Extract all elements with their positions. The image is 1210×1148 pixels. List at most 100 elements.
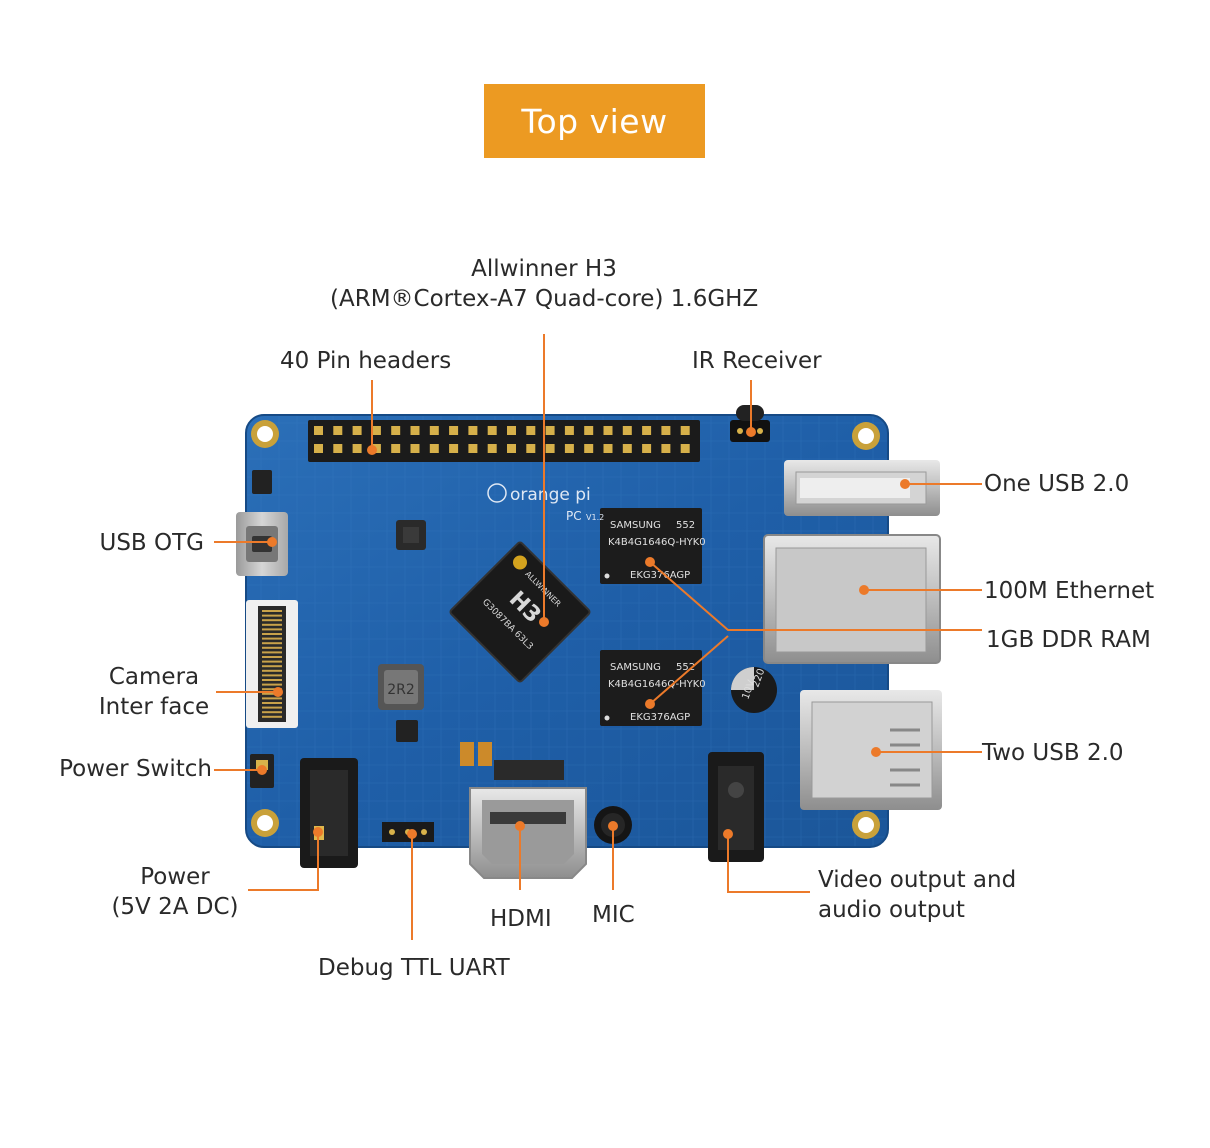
header-pin <box>564 426 574 435</box>
header-pin <box>333 444 343 453</box>
power-label-line2: (5V 2A DC) <box>111 894 239 920</box>
header-pin <box>603 426 613 435</box>
header-pin <box>680 426 690 435</box>
header-pin <box>391 426 401 435</box>
header-pin <box>429 426 439 435</box>
mounting-holes <box>251 420 880 839</box>
header-pin <box>545 426 555 435</box>
dual-usb-port <box>800 690 942 810</box>
camera-pin <box>262 660 282 663</box>
camera-pin <box>262 706 282 709</box>
header-pin <box>449 426 459 435</box>
capacitor: 220 10V <box>731 667 777 713</box>
camera-pin <box>262 614 282 617</box>
header-pin <box>584 426 594 435</box>
header-pin <box>661 444 671 453</box>
camera-label-line2: Inter face <box>98 694 210 720</box>
ram-chip-1: SAMSUNG 552 K4B4G1646Q-HYK0 EKG376AGP <box>600 508 706 584</box>
header-pin <box>391 444 401 453</box>
av-label-line2: audio output <box>818 897 965 923</box>
header-pin <box>429 444 439 453</box>
ram2-maker: SAMSUNG <box>610 662 661 673</box>
ram1-maker: SAMSUNG <box>610 520 661 531</box>
soc-label-line1: Allwinner H3 <box>471 256 617 282</box>
header-pin <box>642 444 652 453</box>
ram2-part: K4B4G1646Q-HYK0 <box>608 679 706 690</box>
camera-pin <box>262 619 282 622</box>
ethernet-label: 100M Ethernet <box>984 578 1155 604</box>
header-pin <box>371 426 381 435</box>
header-pin <box>564 444 574 453</box>
header-pin <box>314 444 323 453</box>
header-pin <box>410 426 420 435</box>
header-pin <box>507 444 516 453</box>
header-pin <box>526 444 536 453</box>
camera-label-line1: Camera <box>108 664 200 690</box>
camera-pin <box>262 642 282 645</box>
one-usb-label: One USB 2.0 <box>984 471 1130 497</box>
header-pin <box>449 444 459 453</box>
ram2-lot: EKG376AGP <box>630 712 690 723</box>
debug-uart-label: Debug TTL UART <box>318 955 510 981</box>
header-pin <box>507 426 516 435</box>
soc-label-line2: (ARM®Cortex-A7 Quad-core) 1.6GHZ <box>330 286 759 312</box>
camera-pin <box>262 637 282 640</box>
camera-pin <box>262 679 282 681</box>
camera-pin <box>262 669 282 672</box>
av-label-line1: Video output and <box>818 867 1017 893</box>
header-pin <box>468 426 478 435</box>
header-pin <box>622 444 632 453</box>
header-pin <box>680 444 690 453</box>
header-pin <box>661 426 671 435</box>
header-pin <box>487 426 497 435</box>
hdmi-port <box>469 760 587 879</box>
single-usb-port <box>784 460 940 516</box>
hdmi-label: HDMI <box>490 906 552 932</box>
camera-connector <box>246 600 298 728</box>
ram1-lot: EKG376AGP <box>630 570 690 581</box>
camera-pin <box>262 711 282 714</box>
h3-soc-chip: H3 G3087BA 63L3 ALLWINNER <box>449 541 591 683</box>
version-text: V1.2 <box>586 513 604 522</box>
camera-pin <box>262 665 282 668</box>
banner-title: Top view <box>521 101 668 141</box>
usb-otg-label: USB OTG <box>99 530 205 556</box>
ir-receiver-label: IR Receiver <box>692 348 822 374</box>
ram-chip-2: SAMSUNG 552 K4B4G1646Q-HYK0 EKG376AGP <box>600 650 706 726</box>
ram2-code: 552 <box>676 662 695 673</box>
camera-pin <box>262 715 282 718</box>
header-pin <box>468 444 478 453</box>
camera-pin <box>262 656 282 658</box>
ddr-ram-label: 1GB DDR RAM <box>986 627 1151 653</box>
header-pin <box>487 444 497 453</box>
camera-pin <box>262 633 282 635</box>
camera-pin <box>262 697 282 700</box>
soc-label: Allwinner H3 (ARM®Cortex-A7 Quad-core) 1… <box>330 254 758 314</box>
camera-pin <box>262 610 282 612</box>
header-pin <box>622 426 632 435</box>
header-pin <box>526 426 536 435</box>
camera-pin <box>262 628 282 631</box>
dc-power-jack <box>300 758 358 868</box>
camera-pin <box>262 651 282 654</box>
pin-header-40 <box>308 420 700 462</box>
brand-text: orange pi <box>510 485 591 505</box>
power-switch-label: Power Switch <box>59 756 212 782</box>
header-pin <box>352 426 362 435</box>
av-label: Video output and audio output <box>818 865 1016 925</box>
power-ics: 2R2 <box>252 470 492 766</box>
header-pin <box>314 426 323 435</box>
camera-pin <box>262 646 282 649</box>
model-text: PC <box>566 509 582 523</box>
pin-headers-label: 40 Pin headers <box>280 348 452 374</box>
header-pin <box>352 444 362 453</box>
leader-lines <box>214 334 982 940</box>
header-pin <box>584 444 594 453</box>
camera-pin <box>262 702 282 704</box>
header-pin <box>642 426 652 435</box>
power-label-line1: Power <box>140 864 210 890</box>
inductor-mark: 2R2 <box>387 682 415 698</box>
camera-pin <box>262 692 282 695</box>
usb-otg-port <box>236 512 288 576</box>
